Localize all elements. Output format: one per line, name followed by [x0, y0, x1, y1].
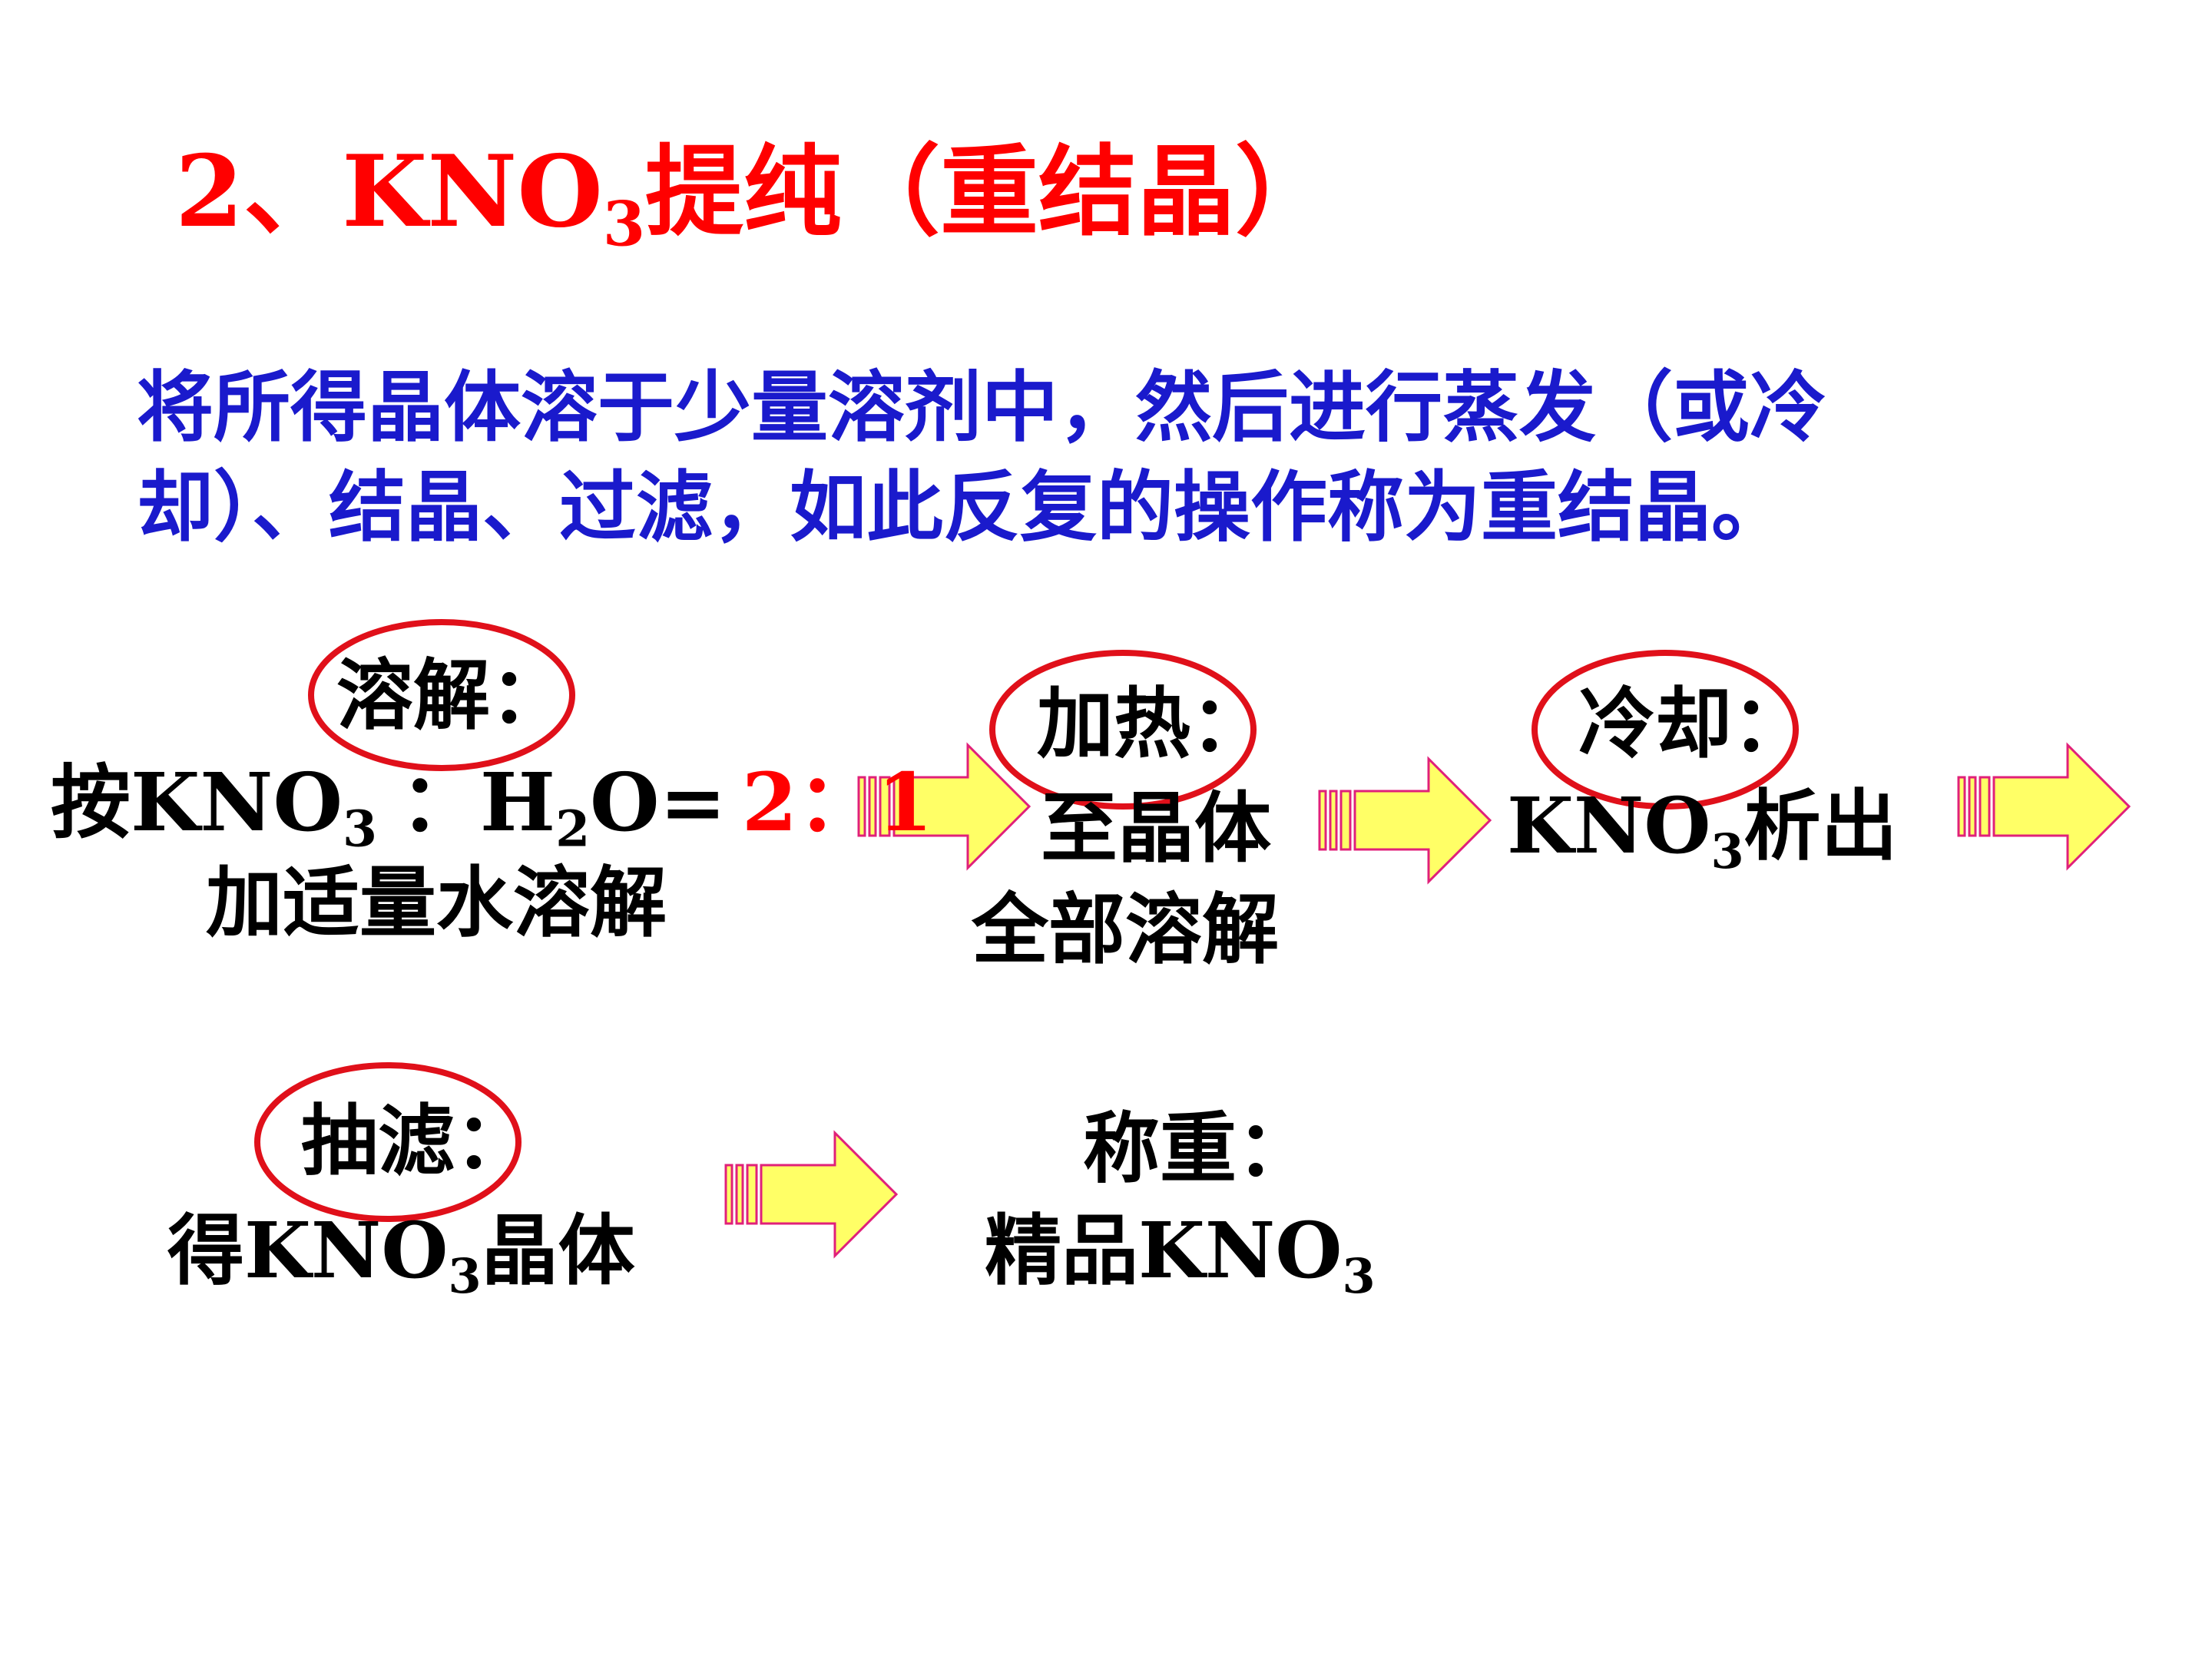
formula-sub-b: 2	[555, 800, 591, 859]
arrow-tail-bar	[724, 1164, 733, 1225]
cool-sub: 3	[1710, 823, 1744, 879]
intro-line-2: 却）、结晶、过滤，如此反复的操作称为重结晶。	[137, 462, 1788, 552]
label-heat: 加热：	[1037, 678, 1267, 769]
label-weigh: 称重：	[1083, 1103, 1313, 1194]
cool-suffix: 析出	[1743, 780, 1898, 871]
formula-sub-a: 3	[343, 800, 377, 859]
arrow-head	[1992, 742, 2131, 871]
cool-kno: KNO	[1507, 780, 1711, 871]
arrow-tail-bar	[746, 1164, 758, 1225]
formula-part-b: ：H	[399, 755, 556, 849]
label-dissolve: 溶解：	[336, 650, 567, 740]
weigh-kno: 精品KNO	[985, 1205, 1343, 1296]
arrow-tail-bar	[1329, 790, 1338, 851]
filter-suffix: 晶体	[481, 1205, 635, 1296]
arrow-1	[857, 742, 1031, 871]
arrow-tail-bar	[1968, 776, 1977, 837]
filter-sub: 3	[448, 1247, 482, 1304]
title-prefix: 2、KNO	[175, 134, 603, 250]
arrow-tail-bar	[857, 776, 866, 837]
arrow-tail-bar	[735, 1164, 744, 1225]
ellipse-filter	[254, 1062, 522, 1222]
cool-line-1: KNO3析出	[1507, 780, 1898, 875]
formula-part-c: O=	[590, 755, 727, 849]
title-suffix: 提纯（重结晶）	[645, 134, 1334, 250]
formula-ratio: 2：1	[741, 755, 933, 849]
arrow-tail-bar	[868, 776, 877, 837]
arrow-tail-bar	[879, 776, 891, 837]
dissolve-formula: 按KNO3：H2O=2：1	[51, 753, 933, 854]
filter-line-1: 得KNO3晶体	[167, 1204, 635, 1300]
filter-kno: 得KNO	[167, 1205, 449, 1296]
formula-part-a: 按KNO	[51, 755, 343, 849]
dissolve-line-2: 加适量水溶解	[206, 857, 667, 948]
arrow-head	[892, 742, 1031, 871]
weigh-sub: 3	[1342, 1247, 1376, 1304]
intro-line-1: 将所得晶体溶于少量溶剂中，然后进行蒸发（或冷	[137, 362, 1826, 452]
ellipse-heat	[989, 650, 1257, 810]
arrow-tail-bar	[1318, 790, 1327, 851]
label-cool: 冷却：	[1578, 678, 1809, 769]
arrow-tail-bar	[1339, 790, 1352, 851]
arrow-4	[724, 1130, 899, 1259]
arrow-2	[1318, 756, 1492, 885]
arrow-tail-bar	[1957, 776, 1966, 837]
arrow-3	[1957, 742, 2131, 871]
weigh-line-1: 精品KNO3	[985, 1204, 1376, 1300]
heat-line-1: 至晶体	[1041, 783, 1271, 873]
title-subscript: 3	[602, 187, 646, 260]
arrow-head	[760, 1130, 899, 1259]
label-filter: 抽滤：	[301, 1095, 531, 1186]
arrow-head	[1353, 756, 1492, 885]
ellipse-dissolve	[308, 619, 575, 771]
ellipse-cool	[1532, 650, 1799, 810]
page-title: 2、KNO3提纯（重结晶）	[175, 131, 1334, 254]
arrow-tail-bar	[1979, 776, 1991, 837]
heat-line-2: 全部溶解	[972, 884, 1279, 975]
